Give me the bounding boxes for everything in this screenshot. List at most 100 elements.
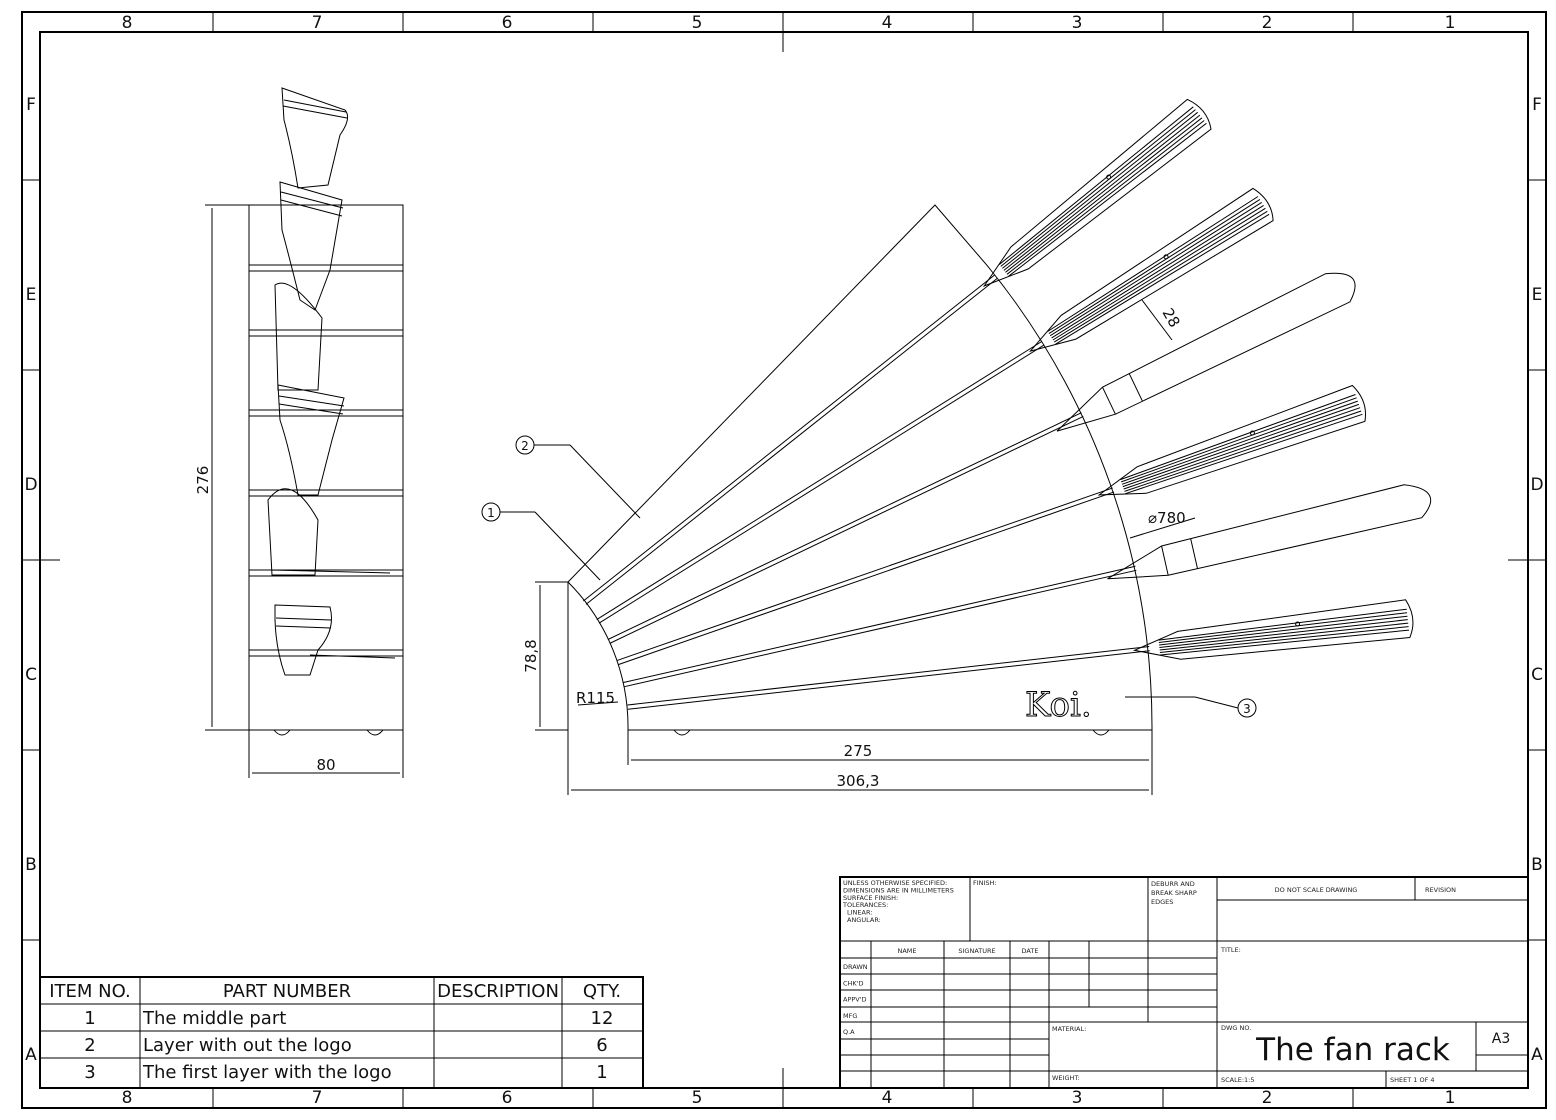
scale-label: SCALE:1:5	[1221, 1076, 1255, 1084]
knife-bolster-2	[267, 488, 391, 576]
spec-line: LINEAR:	[847, 909, 872, 917]
balloon-3: 3	[1125, 696, 1257, 718]
knife-handle-bottom	[274, 604, 396, 676]
bom-qty: 6	[596, 1035, 607, 1056]
do-not-scale-label: DO NOT SCALE DRAWING	[1275, 886, 1358, 894]
zone-column-label: 5	[692, 13, 703, 33]
zone-column-label: 4	[882, 1088, 893, 1108]
knife-blade	[1056, 272, 1356, 432]
zone-row-label: C	[1531, 665, 1543, 685]
knife-handle	[982, 98, 1212, 287]
zone-row-label: F	[26, 95, 36, 115]
role-label: Q.A	[843, 1028, 855, 1036]
balloon-2-label: 2	[521, 439, 529, 453]
knife-handle-outline	[1097, 384, 1366, 496]
handle-stripe	[1159, 626, 1409, 653]
spec-line: DIMENSIONS ARE IN MILLIMETERS	[843, 886, 954, 894]
weight-label: WEIGHT:	[1052, 1074, 1080, 1082]
knife-handle-top	[281, 87, 349, 189]
handle-stripe	[1121, 400, 1358, 485]
bom-item: 3	[84, 1062, 95, 1083]
sheet-label: SHEET 1 OF 4	[1390, 1076, 1435, 1084]
knife-handle-outline	[1028, 187, 1274, 352]
dim-306-3-label: 306,3	[837, 772, 880, 790]
zone-row-label: C	[25, 665, 37, 685]
deburr-label: DEBURR AND	[1151, 880, 1195, 888]
slot-line	[583, 274, 996, 602]
bom-item: 1	[84, 1008, 95, 1029]
handle-stripe	[1003, 114, 1201, 271]
balloon-3-label: 3	[1243, 702, 1251, 716]
spec-line: SURFACE FINISH:	[843, 894, 898, 902]
role-label: DRAWN	[843, 963, 868, 971]
handle-stripe	[1049, 201, 1262, 337]
bom-qty: 12	[591, 1008, 614, 1029]
dim-78-8: 78,8	[522, 581, 568, 731]
handle-stripe	[1124, 410, 1362, 492]
bom-part: The middle part	[142, 1008, 286, 1029]
handle-stripe	[1008, 122, 1207, 277]
handle-stripe	[1047, 196, 1259, 332]
fan-view: Koi. 78,8 R115 275 306,3 ⌀780 28	[481, 98, 1432, 795]
zone-column-label: 6	[502, 13, 513, 33]
knife-handle-2	[279, 181, 344, 311]
zone-row-label: B	[1531, 855, 1543, 875]
handle-stripe	[998, 106, 1194, 265]
zone-row-label: A	[1531, 1045, 1543, 1065]
deburr-label: BREAK SHARP	[1151, 889, 1197, 897]
handle-stripe	[1125, 413, 1363, 495]
slot-line	[598, 344, 1045, 624]
title-block: UNLESS OTHERWISE SPECIFIED:DIMENSIONS AR…	[839, 876, 1529, 1089]
slot-line	[618, 491, 1115, 666]
zone-column-label: 4	[882, 13, 893, 33]
koi-logo: Koi.	[1025, 685, 1092, 725]
dim-r115: R115	[576, 689, 619, 707]
dim-276-label: 276	[194, 466, 212, 495]
dim-r115-label: R115	[576, 689, 615, 707]
knife-blade-outline	[1107, 484, 1432, 580]
zone-row-label: E	[26, 285, 37, 305]
handle-stripe	[1121, 397, 1357, 483]
zone-row-label: B	[25, 855, 37, 875]
knife-handle	[1097, 384, 1366, 496]
balloon-1-label: 1	[487, 506, 495, 520]
drawing-number: The fan rack	[1255, 1032, 1450, 1068]
handle-stripe	[1159, 615, 1408, 646]
dwg-no-label: DWG NO.	[1221, 1024, 1251, 1032]
dim-80-label: 80	[316, 756, 335, 774]
handle-stripe	[1120, 394, 1356, 481]
knife-bolster-1	[274, 282, 323, 391]
handle-stripe	[1158, 608, 1407, 641]
foot	[273, 729, 384, 736]
role-label: CHK'D	[843, 979, 863, 987]
deburr-label: EDGES	[1151, 898, 1173, 906]
fan-outline	[567, 204, 1153, 731]
zone-row-label: A	[25, 1045, 37, 1065]
zone-column-label: 3	[1072, 13, 1083, 33]
handle-stripe	[1048, 198, 1261, 335]
rivet-icon	[1295, 621, 1301, 627]
slot-line	[627, 650, 1150, 710]
handle-stripe	[1052, 207, 1266, 341]
slot-line	[609, 416, 1084, 644]
dim-diameter-label: ⌀780	[1148, 509, 1186, 527]
slot-line	[616, 487, 1113, 662]
zone-column-label: 2	[1262, 1088, 1273, 1108]
zone-row-label: E	[1532, 285, 1543, 305]
bom-header-item: ITEM NO.	[49, 981, 131, 1002]
zone-column-label: 1	[1445, 1088, 1456, 1108]
zone-row-label: D	[1530, 475, 1543, 495]
bom-part: The first layer with the logo	[142, 1062, 392, 1083]
dim-diameter-780: ⌀780	[1129, 509, 1196, 539]
handle-stripe	[1123, 407, 1361, 490]
handle-stripe	[1000, 109, 1196, 267]
slot-line	[607, 412, 1082, 640]
bom-item: 2	[84, 1035, 95, 1056]
sheet-size: A3	[1492, 1031, 1510, 1047]
bom-qty: 1	[596, 1062, 607, 1083]
bom-header-qty: QTY.	[583, 981, 621, 1002]
zone-column-label: 8	[122, 1088, 133, 1108]
knife-handle-outline	[982, 98, 1212, 287]
